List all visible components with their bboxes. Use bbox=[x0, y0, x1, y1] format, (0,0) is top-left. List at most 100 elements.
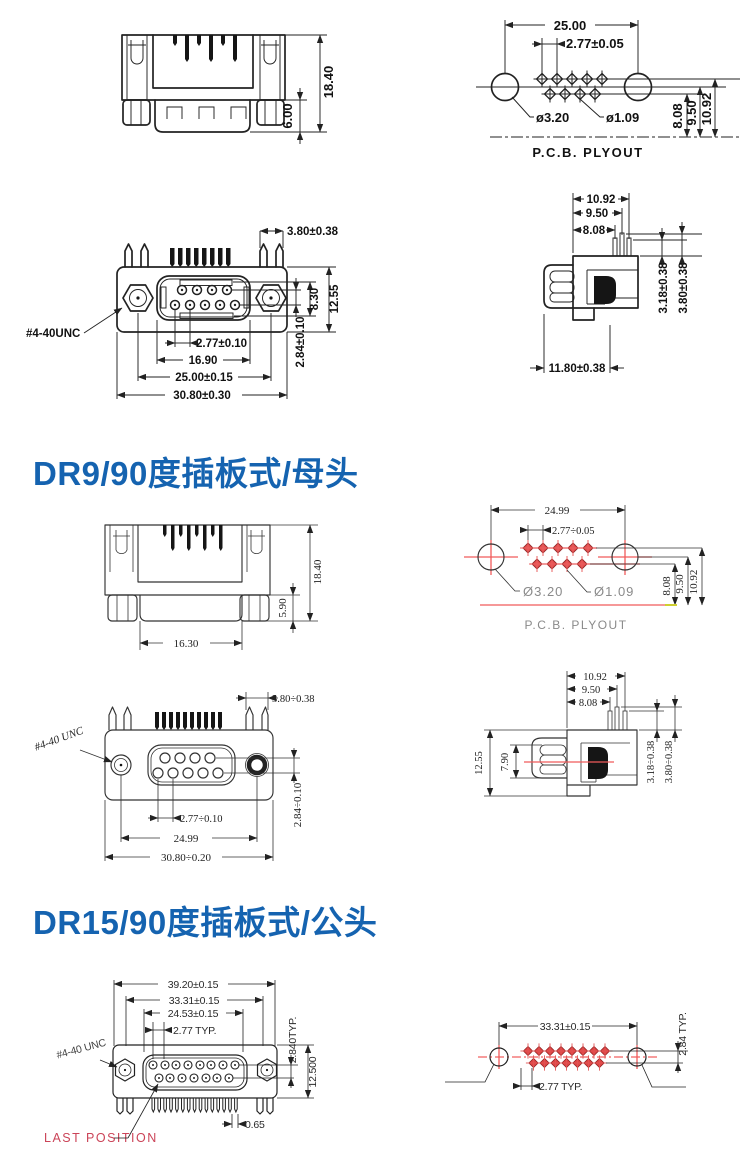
dim-label: 16.30 bbox=[174, 638, 199, 650]
dr9-male-front-view: 3.80÷0.38 #4-40 UNC 2.84÷0.10 bbox=[33, 692, 315, 864]
mounting-hole bbox=[627, 1047, 647, 1067]
dim-screw-span: 33.31±0.15 bbox=[125, 995, 264, 1007]
shroud bbox=[152, 34, 254, 89]
dim-label: 24.99 bbox=[545, 505, 570, 517]
dim-label: Ø3.20 bbox=[523, 584, 563, 599]
dim-label: 18.40 bbox=[312, 559, 324, 584]
dim-label: 10.92 bbox=[699, 93, 714, 126]
dim-label: 12.55 bbox=[329, 284, 341, 313]
dim-label: 30.80±0.30 bbox=[173, 390, 230, 402]
pin bbox=[607, 710, 613, 731]
d-shell-inner bbox=[159, 278, 248, 318]
shroud bbox=[137, 525, 243, 583]
dim-pitch: 2.77÷0.10 bbox=[148, 779, 223, 825]
pin bbox=[619, 232, 625, 257]
board-lock-prongs bbox=[124, 243, 284, 268]
right-board-lock bbox=[246, 525, 265, 572]
dim-label: 2.77±0.05 bbox=[566, 36, 624, 51]
side-slot-right bbox=[243, 286, 250, 309]
dim-depth: 11.80±0.38 bbox=[530, 314, 624, 375]
pin-pads-row1 bbox=[533, 70, 611, 88]
bottom-flange bbox=[566, 785, 591, 797]
pin-row2 bbox=[154, 1073, 234, 1083]
dim-label: 12.500 bbox=[307, 1056, 319, 1087]
thread-callout: #4-40 UNC bbox=[33, 725, 113, 763]
connector-body bbox=[572, 255, 639, 309]
pin bbox=[622, 710, 628, 731]
dim-label: ø1.09 bbox=[606, 110, 639, 125]
dim-body-height: 12.55 bbox=[474, 729, 567, 797]
pcb-caption: P.C.B. PLYOUT bbox=[532, 145, 643, 160]
dim-row-offset: 2.840TYP. bbox=[233, 1017, 299, 1088]
dim-face-width: 16.90 bbox=[156, 320, 251, 367]
dim-label: 24.99 bbox=[174, 833, 199, 845]
dim-label: 3.80±0.38 bbox=[678, 262, 690, 314]
front-shell bbox=[531, 737, 567, 779]
dim-label: 8.08 bbox=[583, 225, 606, 237]
dim-pin-positions: 10.92 9.50 8.08 bbox=[566, 672, 626, 709]
left-screw bbox=[110, 754, 132, 776]
dim-label: 8.08 bbox=[579, 698, 597, 709]
dim-face-width: 24.53±0.15 bbox=[143, 1008, 244, 1020]
dim-total-width: 30.80÷0.20 bbox=[104, 800, 274, 864]
dim-label: 16.90 bbox=[189, 355, 218, 367]
dim-pitch: 2.77 TYP. bbox=[144, 1022, 217, 1059]
section-title-dr9: DR9/90度插板式/母头 bbox=[33, 455, 359, 492]
bottom-flange bbox=[154, 99, 251, 133]
dr9-female-side-view: 10.92 9.50 8.08 bbox=[530, 193, 702, 375]
dim-clip-width: 3.80÷0.38 bbox=[236, 692, 315, 710]
dim-label: 2.84±0.10 bbox=[295, 316, 307, 367]
last-position-label: LAST POSITION bbox=[44, 1131, 158, 1145]
flange-notches bbox=[166, 106, 247, 119]
solder-tail-comb bbox=[151, 1097, 238, 1114]
right-board-lock bbox=[259, 35, 281, 100]
connector-body bbox=[121, 34, 286, 101]
dim-flange-height: 5.90 bbox=[270, 583, 300, 633]
thread-label: #4-40UNC bbox=[26, 328, 80, 340]
dim-label: Ø1.09 bbox=[594, 584, 634, 599]
dim-label: 10.92 bbox=[688, 570, 700, 595]
connector-body bbox=[116, 266, 288, 333]
dim-body-height: 12.500 bbox=[277, 1044, 319, 1099]
dim-label: 8.30 bbox=[309, 288, 321, 310]
dim-label: 2.840TYP. bbox=[287, 1017, 299, 1063]
dim-total-width: 39.20±0.15 bbox=[113, 979, 276, 991]
connector-body bbox=[566, 729, 638, 786]
left-board-lock bbox=[109, 525, 134, 572]
dim-total-height: 18.40 bbox=[242, 524, 324, 622]
dim-label: 3.80÷0.38 bbox=[272, 694, 315, 705]
dim-label: 3.18±0.38 bbox=[658, 262, 670, 314]
side-slot-left bbox=[160, 286, 167, 309]
bottom-flange bbox=[139, 595, 243, 622]
thread-callout: #4-40UNC bbox=[26, 307, 123, 340]
d-shell-outer bbox=[147, 744, 236, 786]
dim-width: 25.00 bbox=[504, 18, 639, 33]
solder-pins bbox=[155, 712, 222, 730]
leader-left bbox=[445, 1063, 495, 1083]
dim-label: 2.84÷0.10 bbox=[292, 782, 304, 827]
dim-body-height: 12.55 bbox=[287, 266, 341, 333]
dim-label: 2.77÷0.05 bbox=[552, 526, 595, 537]
dim-label: ø3.20 bbox=[536, 110, 569, 125]
right-screw bbox=[256, 1058, 278, 1082]
d-shell-outer bbox=[156, 275, 251, 321]
pin-pads-row2 bbox=[525, 1055, 608, 1071]
thread-label: #4-40 UNC bbox=[33, 725, 86, 754]
dr9-female-pcb-layout: 25.00 2.77±0.05 8.08 9.50 10.92 ø3.20 bbox=[476, 18, 742, 160]
dim-flange-width: 16.30 bbox=[139, 621, 243, 650]
pin bbox=[614, 706, 620, 731]
pin-row2 bbox=[152, 767, 224, 779]
solder-pins bbox=[170, 248, 231, 267]
dim-label: 30.80÷0.20 bbox=[161, 852, 212, 864]
dim-tails: 3.18±0.38 3.80±0.38 bbox=[626, 222, 702, 314]
dim-label: 9.50 bbox=[586, 208, 608, 220]
dim-d-height: 8.30 bbox=[233, 281, 321, 317]
thread-callout: #4-40 UNC bbox=[55, 1037, 118, 1068]
left-screw bbox=[114, 1058, 136, 1082]
dim-screw-span: 24.99 bbox=[120, 775, 258, 845]
dim-label: 3.18÷0.38 bbox=[646, 741, 657, 784]
d-shell-inner bbox=[145, 1057, 245, 1088]
hex-standoffs bbox=[107, 594, 270, 622]
hole-callouts: Ø3.20 Ø1.09 bbox=[494, 568, 634, 599]
dim-row-heights: 8.08 9.50 10.92 bbox=[661, 547, 706, 606]
